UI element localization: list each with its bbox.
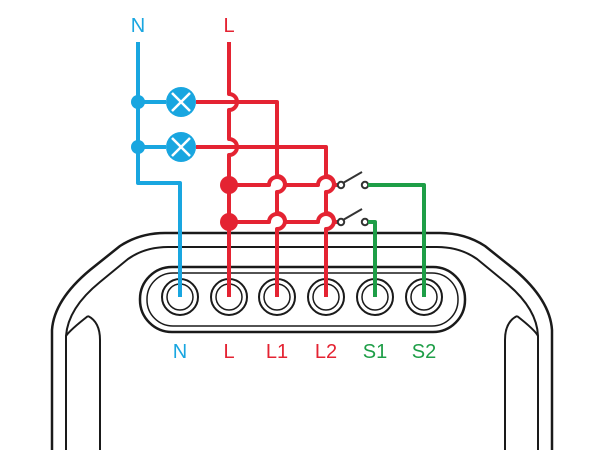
terminal-label-s2: S2 xyxy=(412,341,436,363)
switch-icon xyxy=(336,208,370,227)
neutral-wiring xyxy=(136,42,182,297)
terminal-block-outer xyxy=(138,265,467,334)
live-junction-1 xyxy=(220,176,238,194)
terminal-block-inner xyxy=(146,272,459,327)
housing-corner-left xyxy=(65,315,89,337)
live-supply-label: L xyxy=(223,15,234,37)
device-housing xyxy=(50,231,554,450)
lamp-icon xyxy=(166,87,196,117)
lamp-icon xyxy=(166,132,196,162)
terminal-screws xyxy=(161,278,443,316)
terminal-label-l2: L2 xyxy=(315,341,337,363)
switch-icon xyxy=(336,171,370,190)
housing-bezel-inner xyxy=(504,315,518,450)
neutral-junction-2 xyxy=(131,140,145,154)
neutral-supply-label: N xyxy=(131,15,145,37)
housing-outer-outline xyxy=(50,231,554,450)
terminal-label-l: L xyxy=(223,341,234,363)
live-junction-2 xyxy=(220,213,238,231)
housing-inner-outline xyxy=(65,246,539,450)
switch2-to-s1-wire xyxy=(368,220,377,297)
terminal-label-s1: S1 xyxy=(363,341,387,363)
housing-bezel-outer xyxy=(87,315,101,450)
neutral-supply-wire xyxy=(136,42,182,297)
housing-corner-right xyxy=(516,315,539,337)
terminal-label-n: N xyxy=(173,341,187,363)
live-supply-wire xyxy=(227,42,239,297)
live-to-switch2-wire xyxy=(229,212,341,224)
switch-wiring xyxy=(368,183,426,297)
terminal-label-l1: L1 xyxy=(266,341,288,363)
neutral-junction-1 xyxy=(131,95,145,109)
switch1-to-s2-wire xyxy=(368,183,426,297)
live-wiring xyxy=(196,42,341,297)
live-to-switch1-wire xyxy=(229,175,341,187)
